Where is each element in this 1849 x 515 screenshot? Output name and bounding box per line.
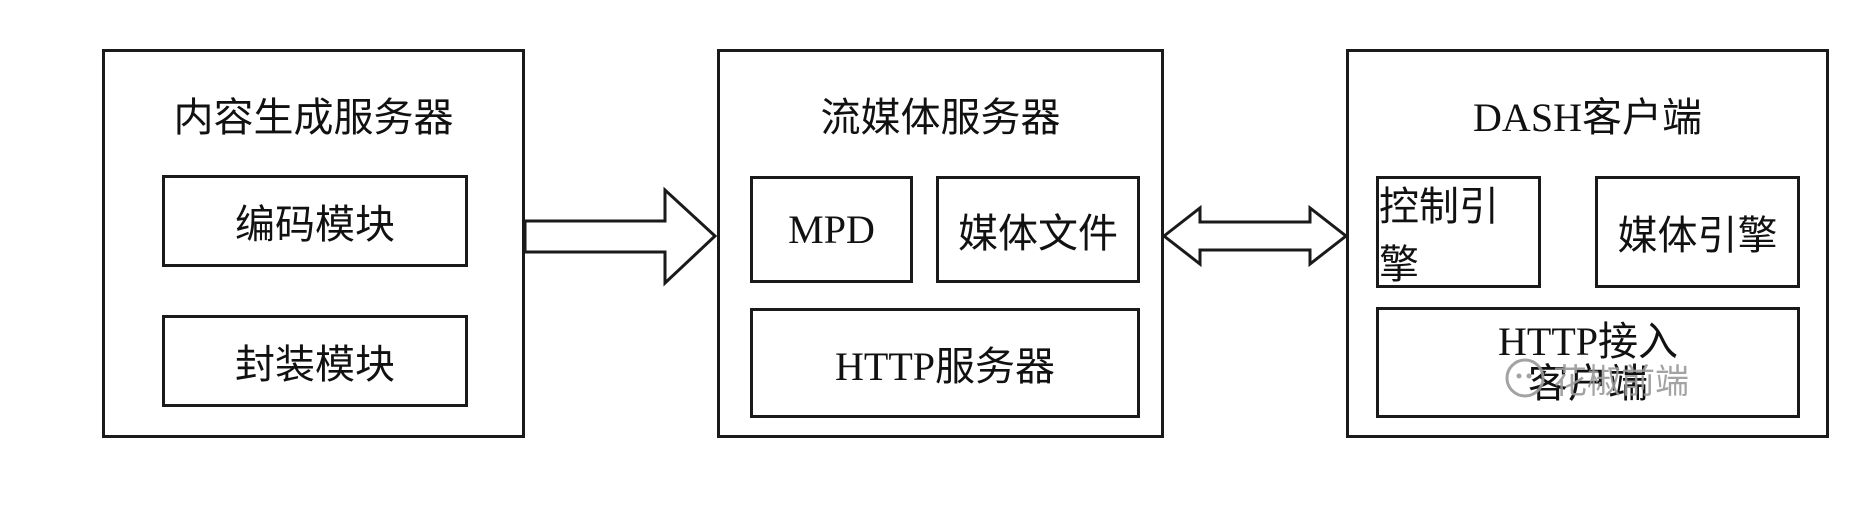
bidirectional-arrow	[1161, 204, 1349, 268]
media-files-box: 媒体文件	[936, 176, 1140, 283]
control-engine-box: 控制引擎	[1376, 176, 1541, 288]
streaming-server-box: 流媒体服务器 MPD 媒体文件 HTTP服务器	[717, 49, 1164, 438]
streaming-server-title: 流媒体服务器	[820, 95, 1061, 140]
mpd-box: MPD	[750, 176, 913, 283]
http-access-client-box: HTTP接入 客户端	[1376, 307, 1800, 418]
client-label: 客户端	[1528, 360, 1648, 406]
media-engine-box: 媒体引擎	[1595, 176, 1800, 288]
wechat-icon	[1505, 358, 1545, 398]
forward-arrow	[523, 186, 718, 287]
encoding-module: 编码模块	[162, 175, 468, 267]
watermark: 花椒前端	[1505, 354, 1689, 402]
dash-client-title: DASH客户端	[1473, 95, 1702, 140]
content-server-title: 内容生成服务器	[173, 95, 454, 140]
http-server-box: HTTP服务器	[750, 308, 1140, 418]
content-server-box: 内容生成服务器 编码模块 封装模块	[102, 49, 525, 438]
watermark-text: 花椒前端	[1553, 361, 1689, 402]
dash-client-box: DASH客户端 控制引擎 媒体引擎 HTTP接入 客户端	[1346, 49, 1829, 438]
packaging-module: 封装模块	[162, 315, 468, 407]
http-access-label: HTTP接入	[1498, 318, 1678, 364]
